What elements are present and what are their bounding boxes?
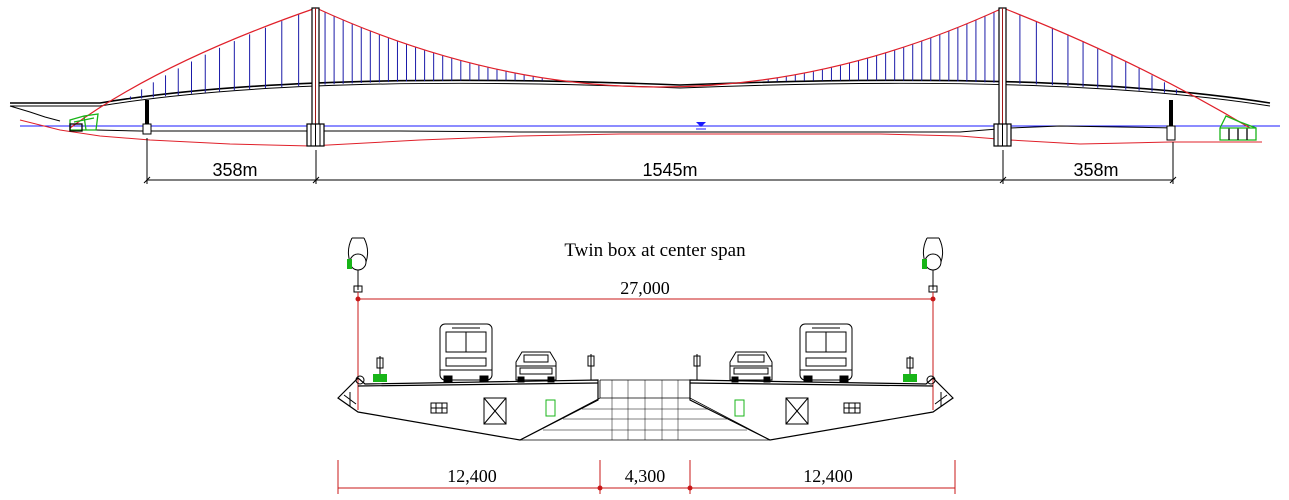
lamp-post-right-inner xyxy=(693,354,701,380)
central-gap-grating xyxy=(519,379,771,441)
car-left xyxy=(515,351,557,383)
box-girder-left xyxy=(337,377,599,441)
tower-right xyxy=(993,7,1012,147)
main-cable-left-side xyxy=(69,7,317,129)
edge-detail-right xyxy=(926,375,948,406)
car-right xyxy=(729,351,773,383)
bus-left xyxy=(439,323,493,383)
width-label-left: 12,400 xyxy=(447,466,497,486)
overall-width-dimension xyxy=(355,292,936,410)
box-interior-right xyxy=(734,397,861,425)
seabed-line-dark xyxy=(95,125,1176,133)
tower-left xyxy=(306,7,325,147)
deck-cross-section: Twin box at center span 27,000 xyxy=(337,237,956,494)
bus-right xyxy=(799,323,853,383)
anchorage-left xyxy=(69,113,99,132)
edge-detail-left xyxy=(343,375,365,406)
box-interior-left xyxy=(430,397,556,425)
span-label-left: 358m xyxy=(212,160,257,180)
anchorage-right xyxy=(1219,115,1257,141)
overall-width-label: 27,000 xyxy=(620,278,670,298)
lamp-post-right-outer xyxy=(903,356,917,382)
main-cable-center xyxy=(315,7,1004,88)
pier-right xyxy=(1166,100,1176,141)
bridge-deck-lower xyxy=(10,82,1271,107)
span-label-center: 1545m xyxy=(642,160,697,180)
hangers xyxy=(129,12,1177,100)
width-dimensions xyxy=(337,460,956,494)
bridge-elevation: 358m 1545m 358m xyxy=(9,7,1280,184)
section-title: Twin box at center span xyxy=(564,240,746,261)
main-cable-right-side xyxy=(1002,7,1251,129)
hanger-clamp-left xyxy=(347,237,369,293)
lamp-post-left-outer xyxy=(373,356,387,382)
bridge-deck xyxy=(10,79,1271,104)
pier-left xyxy=(142,100,152,135)
seabed-line xyxy=(19,119,1262,147)
width-label-right: 12,400 xyxy=(803,466,853,486)
lamp-post-left-inner xyxy=(587,354,595,380)
width-label-center: 4,300 xyxy=(625,466,666,486)
water-level-marker xyxy=(696,122,706,130)
box-girder-right xyxy=(689,377,954,441)
span-label-right: 358m xyxy=(1073,160,1118,180)
span-dimensions xyxy=(143,138,1177,184)
hanger-clamp-right xyxy=(922,237,944,293)
